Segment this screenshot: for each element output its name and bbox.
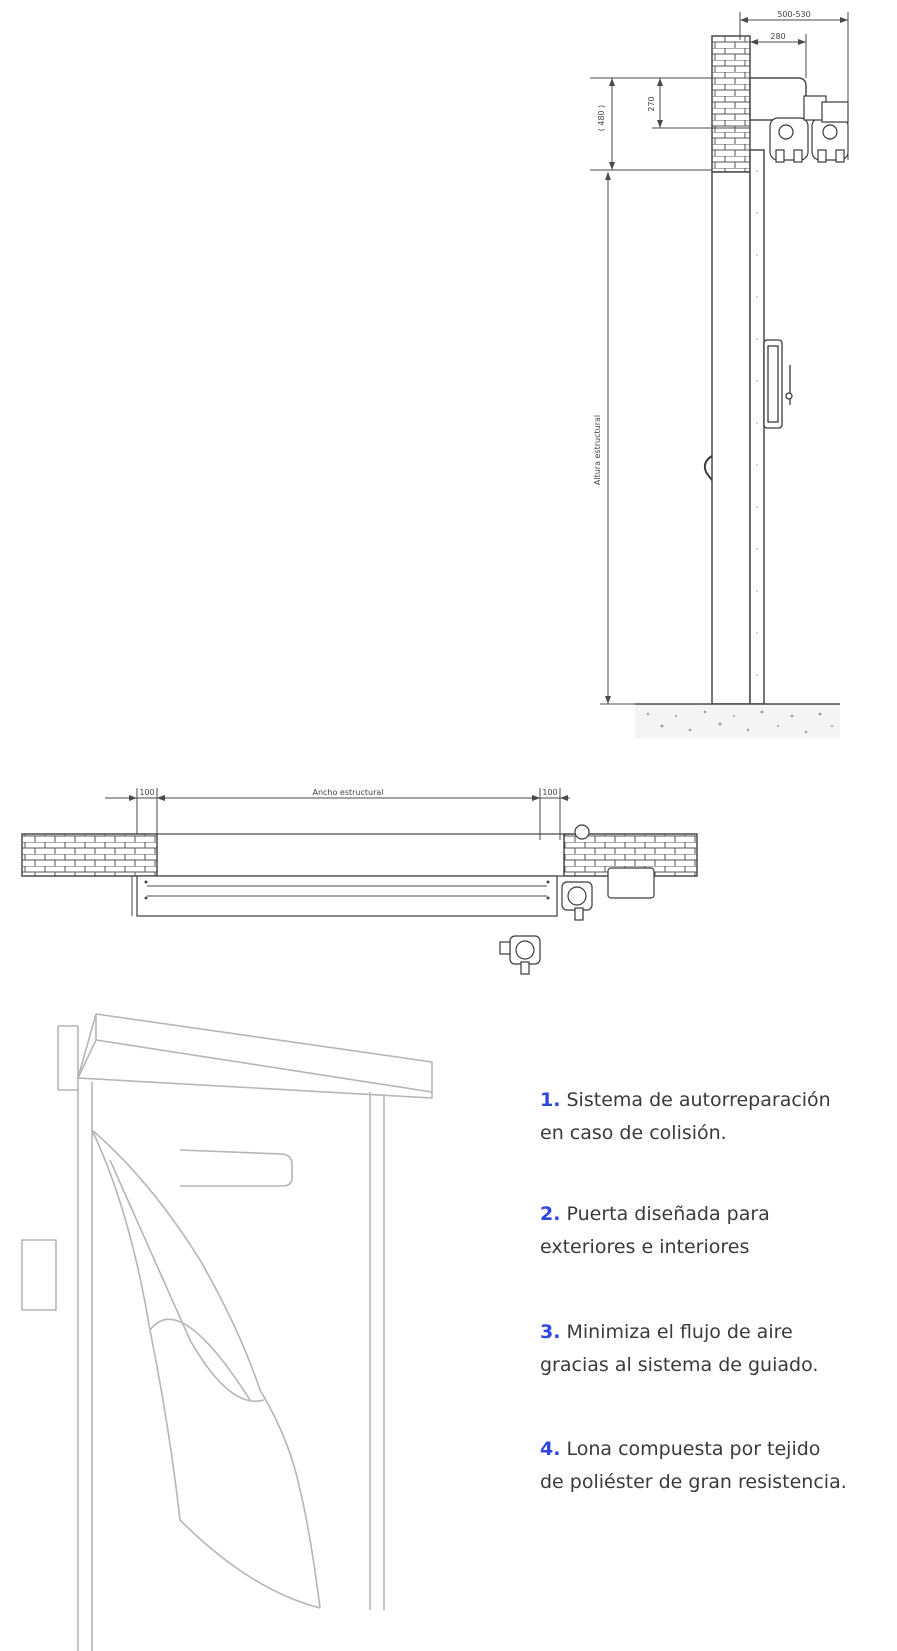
feature-number: 2.	[540, 1203, 561, 1225]
dimension-left-outer: ( 480 )	[597, 105, 606, 132]
feature-text-line1: Puerta diseñada para	[566, 1203, 770, 1225]
dimension-left-inner: 270	[647, 96, 656, 111]
feature-text-line1: Lona compuesta por tejido	[566, 1438, 821, 1460]
feature-item-4: 4. Lona compuesta por tejido de poliéste…	[540, 1433, 897, 1499]
feature-text-line1: Minimiza el flujo de aire	[566, 1321, 793, 1343]
plan-view-drawing: 100 Ancho estructural 100	[21, 788, 698, 975]
brick-wall-section	[711, 35, 751, 173]
feature-text-line1: Sistema de autorreparación	[566, 1089, 831, 1111]
dimension-top-outer: 500-530	[777, 10, 810, 19]
door-sketch-illustration	[21, 1013, 433, 1651]
feature-number: 1.	[540, 1089, 561, 1111]
feature-item-3: 3. Minimiza el flujo de aire gracias al …	[540, 1316, 897, 1382]
door-guide-rail	[749, 149, 765, 705]
door-guide-post	[711, 171, 751, 705]
roller-drum-housing	[749, 77, 807, 121]
dimension-top-inner: 280	[770, 32, 785, 41]
handle	[703, 455, 713, 481]
ground-section	[635, 704, 840, 738]
brick-wall-left	[21, 833, 158, 877]
feature-number: 4.	[540, 1438, 561, 1460]
feature-text-line2: de poliéster de gran resistencia.	[540, 1471, 847, 1493]
feature-text-line2: en caso de colisión.	[540, 1122, 727, 1144]
plan-dimension-left: 100	[139, 788, 154, 797]
plan-motor-unit	[499, 824, 655, 975]
control-box	[763, 339, 793, 429]
feature-text-line2: gracias al sistema de guiado.	[540, 1354, 819, 1376]
feature-item-1: 1. Sistema de autorreparación en caso de…	[540, 1084, 897, 1150]
feature-text-line2: exteriores e interiores	[540, 1236, 750, 1258]
height-dimension-label: Altura estructural	[593, 415, 602, 485]
plan-width-label: Ancho estructural	[312, 788, 383, 797]
side-elevation-drawing: 500-530 280 ( 480 ) 270 Altura estructur…	[590, 10, 849, 738]
plan-dimension-right: 100	[542, 788, 557, 797]
feature-number: 3.	[540, 1321, 561, 1343]
feature-item-2: 2. Puerta diseñada para exteriores e int…	[540, 1198, 897, 1264]
